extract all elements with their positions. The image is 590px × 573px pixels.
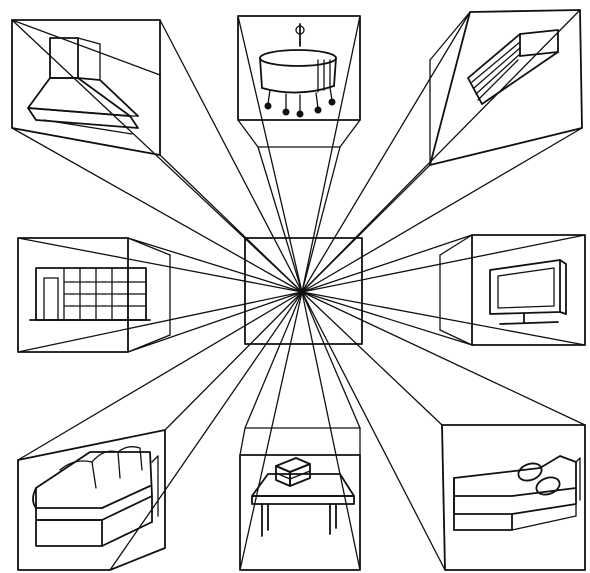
television-box (439, 234, 586, 346)
air-conditioner-icon (467, 29, 559, 105)
range-hood-icon (27, 37, 139, 135)
air-conditioner-box (429, 9, 583, 166)
sofa-box (17, 429, 166, 571)
coffee-table-box (239, 427, 361, 571)
back-wall (244, 237, 363, 345)
sofa-icon (32, 446, 159, 547)
chandelier-icon (259, 23, 337, 118)
television-icon (489, 259, 567, 325)
pillows-icon (517, 462, 561, 496)
chandelier-box (237, 15, 361, 148)
vanishing-point (299, 289, 305, 295)
shelving-unit-icon (29, 267, 151, 321)
coffee-table-icon (251, 473, 355, 537)
shelving-box (17, 237, 171, 353)
convergence-lines (11, 9, 586, 571)
bed-box (441, 424, 586, 571)
range-hood-box (11, 19, 161, 156)
bed-icon (453, 455, 581, 531)
books-icon (275, 457, 311, 487)
